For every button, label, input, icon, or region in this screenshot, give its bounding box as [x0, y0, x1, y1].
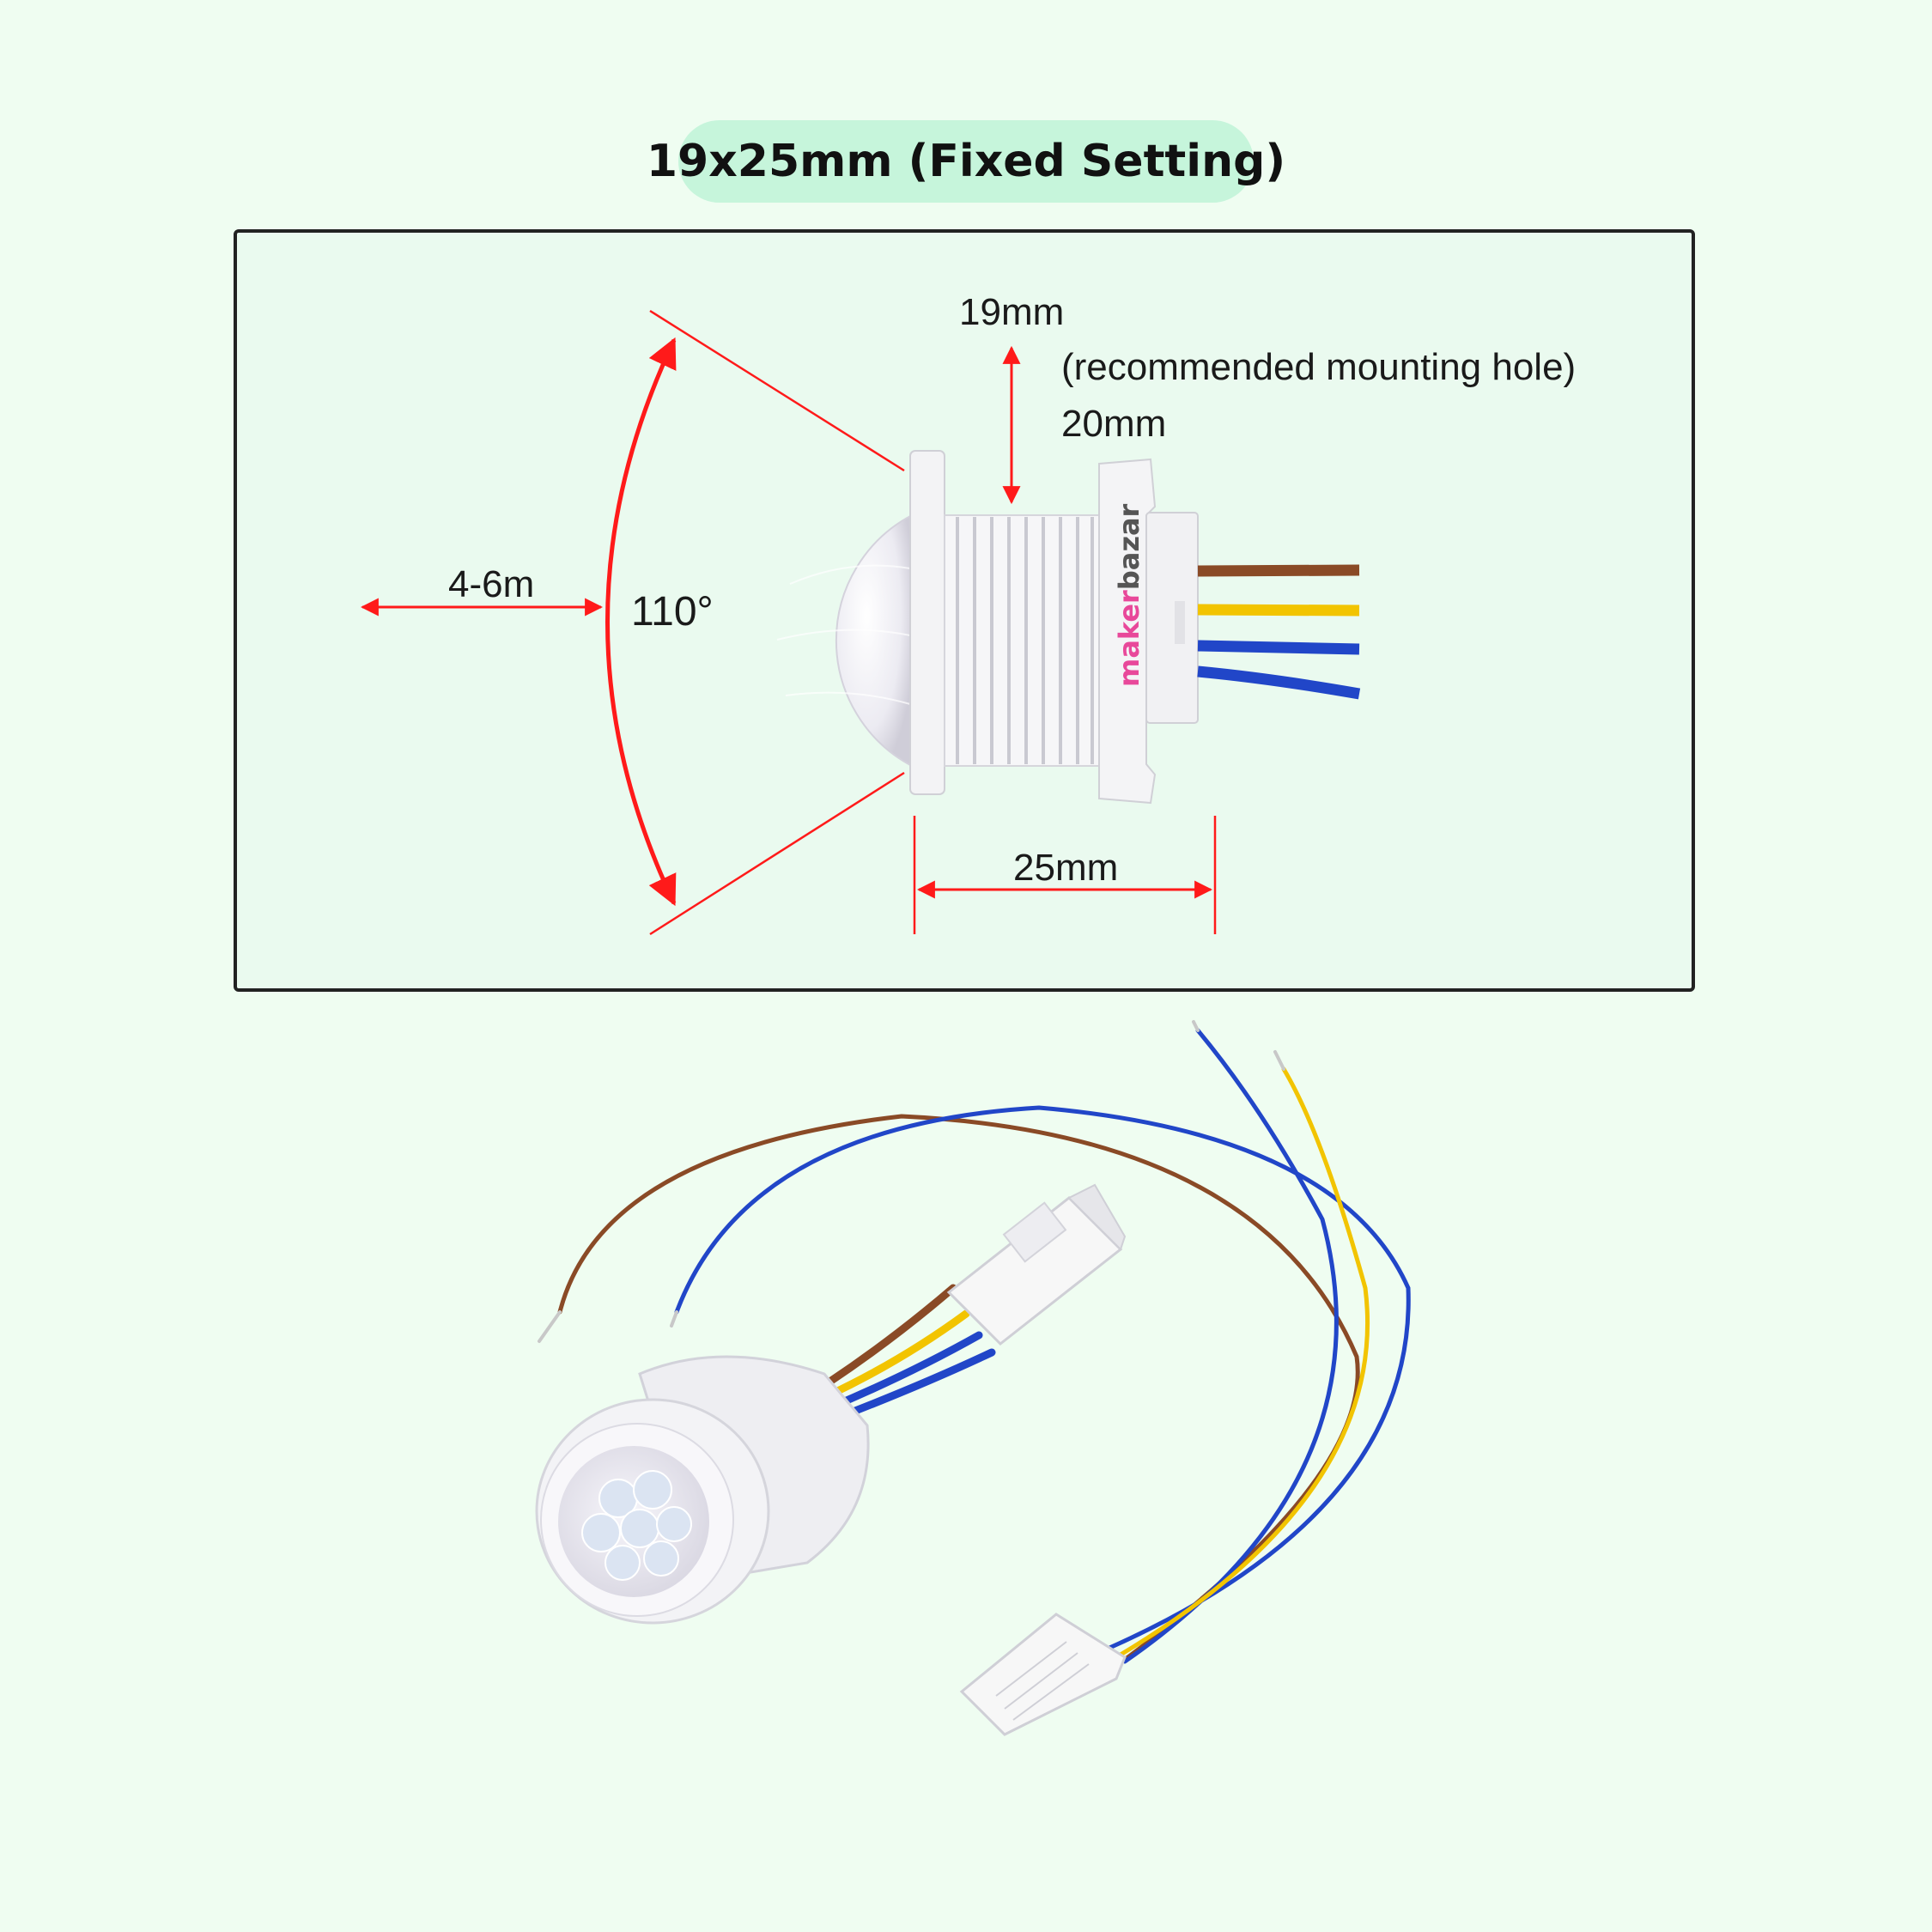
connector-top — [946, 1183, 1127, 1346]
mounting-size: 20mm — [1061, 403, 1166, 445]
range-label: 4-6m — [448, 563, 534, 605]
watermark-brand: makerbazar — [1113, 503, 1145, 687]
connector-bottom — [959, 1613, 1127, 1736]
angle-label: 110° — [631, 589, 714, 635]
height-label: 19mm — [959, 291, 1064, 333]
product-sensor — [535, 1355, 870, 1625]
length-label: 25mm — [1013, 847, 1118, 889]
angle-arc — [605, 337, 677, 907]
page-title: 19x25mm (Fixed Setting) — [646, 136, 1286, 187]
title-badge: 19x25mm (Fixed Setting) — [647, 120, 1285, 203]
side-view-wires — [1197, 564, 1361, 700]
sensor-side-view — [776, 450, 1199, 805]
product-wire-harness — [557, 1028, 1411, 1668]
wire-tips — [538, 1020, 1285, 1343]
detection-cone-lines — [649, 309, 905, 936]
mounting-note: (recommended mounting hole) — [1061, 346, 1576, 388]
